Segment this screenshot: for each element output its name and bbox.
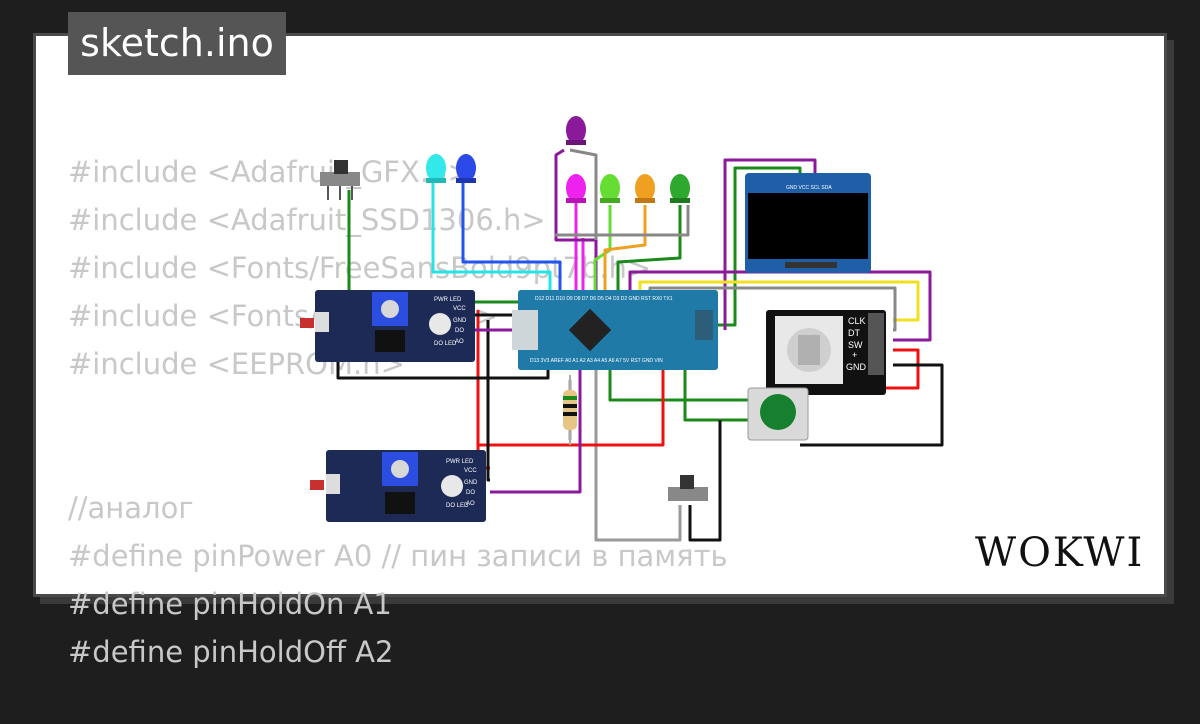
sensor-module-top: PWR LED VCC GND DO AO DO LED xyxy=(300,290,475,362)
sketch-filename-tab[interactable]: sketch.ino xyxy=(68,12,286,75)
wire-black xyxy=(800,363,944,447)
wire-purple xyxy=(490,365,582,494)
code-line: #define pinHoldOff A2 xyxy=(68,635,394,669)
code-line: //аналог xyxy=(68,491,194,525)
sensor-bottom-vcc: VCC xyxy=(464,468,477,474)
wire-black xyxy=(688,420,722,542)
code-line: #include <Adafruit_SSD1306.h> xyxy=(68,203,546,237)
sensor-top-vcc: VCC xyxy=(453,306,466,312)
wire-purple xyxy=(554,148,598,292)
wire-gray xyxy=(555,205,690,237)
oled-display: GND VCC SCL SDA xyxy=(745,173,871,273)
arduino-nano-board: D12 D11 D10 D9 D8 D7 D6 D5 D4 D3 D2 GND … xyxy=(512,290,718,370)
led-green xyxy=(670,174,690,203)
slide-switch-top xyxy=(320,160,360,200)
led-magenta xyxy=(566,174,586,203)
sensor-top-gnd: GND xyxy=(453,318,467,324)
encoder-pin-plus: + xyxy=(852,350,857,360)
encoder-pin-sw: SW xyxy=(848,340,863,350)
sensor-bottom-ao: AO xyxy=(466,501,475,507)
led-purple xyxy=(566,116,586,145)
rotary-encoder: CLK DT SW + GND xyxy=(766,310,886,395)
led-blue xyxy=(456,154,476,183)
wire-gray xyxy=(569,148,598,240)
wire-blue xyxy=(461,180,562,292)
sensor-bottom-do: DO xyxy=(466,490,475,496)
wire-yellow xyxy=(638,280,920,322)
wire-lime xyxy=(593,205,612,292)
code-line: #define pinPower A0 // пин записи в памя… xyxy=(68,539,728,573)
sensor-module-bottom: PWR LED VCC GND DO AO DO LED xyxy=(310,450,486,522)
code-line: #define pinHoldOn A1 xyxy=(68,587,392,621)
wire-green xyxy=(616,205,682,292)
led-cyan xyxy=(426,154,446,183)
encoder-pin-gnd: GND xyxy=(846,362,867,372)
oled-pin-labels: GND VCC SCL SDA xyxy=(786,185,832,191)
wire-green xyxy=(608,365,755,402)
circuit-diagram: D12 D11 D10 D9 D8 D7 D6 D5 D4 D3 D2 GND … xyxy=(300,116,944,542)
encoder-pin-clk: CLK xyxy=(848,316,866,326)
wire-gray xyxy=(648,286,897,332)
board-bottom-pins: D13 3V3 AREF A0 A1 A2 A3 A4 A5 A6 A7 5V … xyxy=(530,358,663,364)
wokwi-logo: WOKWI xyxy=(975,530,1144,576)
sensor-bottom-gnd: GND xyxy=(464,480,478,486)
encoder-pin-dt: DT xyxy=(848,328,860,338)
resistor xyxy=(563,375,577,445)
sensor-top-pwr-led: PWR LED xyxy=(434,297,462,303)
sensor-bottom-pwr-led: PWR LED xyxy=(446,459,474,465)
sensor-top-do-led: DO LED xyxy=(434,341,457,347)
slide-switch-bottom xyxy=(668,475,708,501)
board-top-pins: D12 D11 D10 D9 D8 D7 D6 D5 D4 D3 D2 GND … xyxy=(535,296,673,302)
led-green-light xyxy=(600,174,620,203)
wire-purple xyxy=(628,270,932,342)
sensor-top-do: DO xyxy=(455,328,464,334)
wire-purple xyxy=(723,158,817,330)
sensor-bottom-do-led: DO LED xyxy=(446,503,469,509)
wire-gray xyxy=(594,365,682,542)
wire-green xyxy=(683,365,748,422)
led-orange xyxy=(635,174,655,203)
wire-black xyxy=(486,320,490,482)
wokwi-logo-text: WOKWI xyxy=(975,530,1144,576)
wire-orange xyxy=(603,205,647,292)
push-button xyxy=(747,387,809,441)
wire-cyan xyxy=(431,180,552,292)
sensor-top-ao: AO xyxy=(455,339,464,345)
